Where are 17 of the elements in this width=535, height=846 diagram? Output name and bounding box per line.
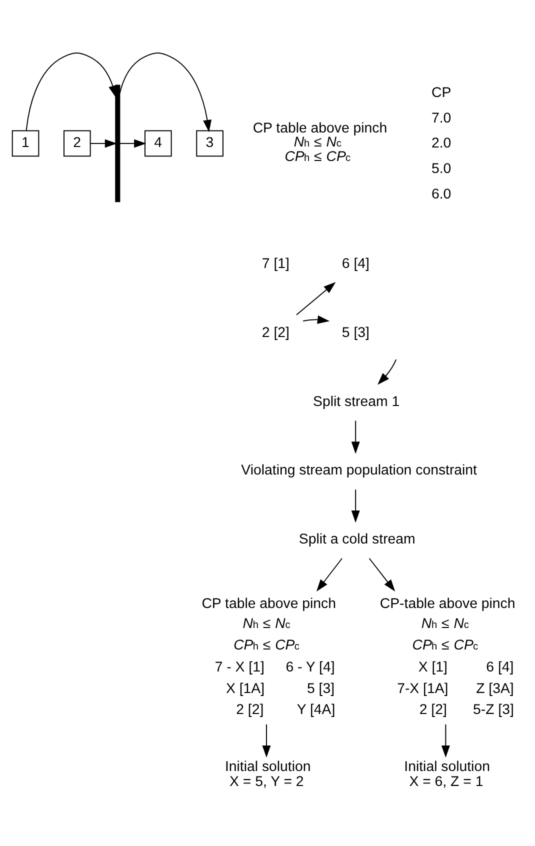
node-text: 5 [3] [342,325,370,342]
label: 5.0 [432,161,452,178]
node-text: CP table above pinch Nh ≤ Nc CPh ≤ CPc [252,120,388,165]
node-text: Violating stream population constraint [241,462,478,479]
label: CP [432,85,452,102]
node-text: 2 [2] [262,325,290,342]
node-text: Split stream 1 [313,394,400,410]
label: 7.0 [432,110,452,126]
node-text: Initial solution X = 5, Y = 2 [224,758,311,790]
node-text: Split a cold stream [298,532,416,548]
node-text: 7 [1] [262,256,290,272]
node-text: CP table above pinch Nh ≤ Nc CPh ≤ CPc 7 - X [1] 6 - Y [4] X [1A] 5 [3] 2 [2] Y [4A] [202,596,336,718]
node-text: CP-table above pinch Nh ≤ Nc CPh ≤ CPc X [1] 6 [4] 7-X [1A] Z [3A] 2 [2] 5-Z [3] [380,596,516,718]
label: 6.0 [432,186,452,202]
node-text: 6 [4] [342,256,370,272]
label: 2.0 [432,136,452,152]
node-text: Initial solution X = 6, Z = 1 [404,758,490,790]
